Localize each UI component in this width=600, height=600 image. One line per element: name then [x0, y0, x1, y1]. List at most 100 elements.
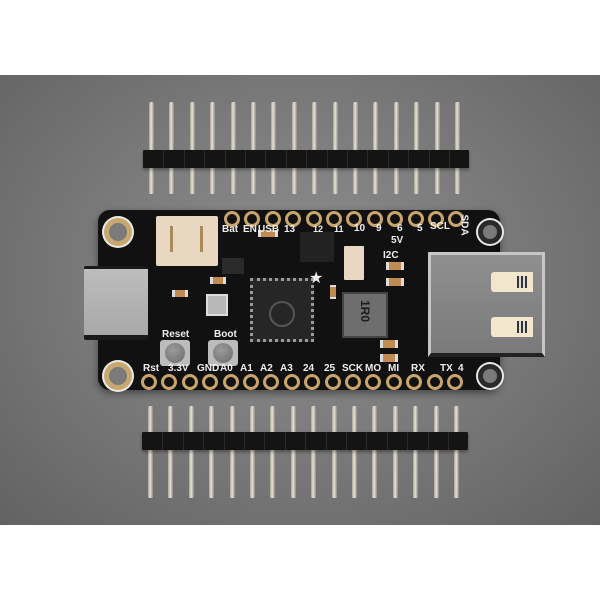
header-pin: [168, 406, 174, 498]
header-pin: [251, 102, 256, 194]
gpio-pad: [161, 374, 178, 390]
header-pin: [434, 102, 440, 194]
adafruit-star-icon: ★: [309, 270, 324, 287]
pin-label-9: 9: [376, 223, 382, 234]
mounting-hole-top-right: [478, 220, 502, 244]
gpio-pad: [181, 374, 198, 390]
usb-a-host-port: [428, 252, 545, 357]
header-pin: [352, 406, 357, 498]
pin-label-usb: USB: [258, 224, 280, 235]
pin-label-5: 5: [417, 223, 423, 234]
capacitor: [386, 278, 404, 286]
rp2040-chip: [250, 278, 314, 342]
pin-label-25: 25: [324, 363, 336, 374]
pin-label-scl: SCL: [430, 221, 450, 232]
header-pin: [392, 406, 398, 498]
gpio-pad: [285, 211, 302, 227]
capacitor: [380, 354, 398, 362]
gpio-pad: [346, 211, 363, 227]
pin-label-gnd: GND: [197, 363, 220, 374]
pin-label-10: 10: [354, 223, 366, 234]
mounting-hole-bottom-right: [478, 364, 502, 388]
pin-label-a0: A0: [220, 363, 233, 374]
gpio-pad: [387, 211, 404, 227]
header-pin: [455, 102, 460, 194]
header-pin: [353, 102, 358, 194]
reset-button[interactable]: [160, 340, 190, 366]
header-pin: [290, 406, 296, 498]
pin-label-mo: MO: [365, 363, 382, 374]
header-pin: [291, 102, 297, 194]
reset-label: Reset: [162, 329, 190, 340]
boot-button[interactable]: [208, 340, 238, 366]
gpio-pad: [304, 374, 321, 390]
gpio-pad: [385, 374, 402, 390]
header-pin: [312, 102, 318, 194]
pin-label-4: 4: [458, 363, 464, 374]
pin-label-a3: A3: [280, 363, 293, 374]
gpio-pad: [202, 374, 219, 390]
5v-label: 5V: [391, 235, 404, 246]
top-pin-header: [143, 100, 469, 210]
gpio-pad: [426, 374, 443, 390]
pin-label-bat: Bat: [222, 224, 239, 235]
pin-label-mi: MI: [388, 363, 400, 374]
pin-label-sda: SDA: [458, 214, 470, 236]
gpio-pad: [305, 211, 322, 227]
pin-label-tx: TX: [440, 363, 453, 374]
header-pin: [209, 406, 215, 498]
header-pin: [210, 102, 216, 194]
gpio-pad: [326, 211, 342, 227]
gpio-pad: [243, 374, 259, 390]
header-pin: [372, 406, 378, 498]
capacitor: [172, 290, 188, 297]
gpio-pad: [366, 211, 383, 227]
gpio-pad: [406, 374, 423, 390]
header-pin: [148, 406, 153, 498]
stemma-qt-connector: [344, 246, 364, 280]
pin-label-12: 12: [313, 224, 324, 234]
header-pin: [454, 406, 459, 498]
raspberry-pi-logo-icon: [269, 301, 295, 327]
capacitor: [330, 285, 336, 299]
bottom-pin-header: [142, 404, 468, 514]
header-pin: [331, 406, 337, 498]
gpio-pad: [263, 374, 280, 390]
capacitor: [258, 230, 278, 237]
gpio-pad: [345, 374, 361, 390]
header-pin: [373, 102, 379, 194]
capacitor: [380, 340, 398, 348]
header-plastic-strip: [142, 432, 468, 450]
header-pin: [188, 406, 194, 498]
pin-label-rx: RX: [411, 363, 425, 374]
pin-label-en: EN: [243, 224, 257, 235]
header-pin: [271, 102, 277, 194]
jst-battery-connector: [156, 216, 218, 266]
header-pin: [332, 102, 338, 194]
psram-chip: [300, 232, 334, 262]
header-plastic-strip: [143, 150, 469, 168]
header-pin: [393, 102, 399, 194]
pin-label-24: 24: [303, 363, 315, 374]
header-pin: [270, 406, 276, 498]
header-pin: [229, 406, 235, 498]
header-pin: [230, 102, 236, 194]
i2c-label: I2C: [383, 250, 399, 261]
gpio-pad: [447, 374, 463, 390]
gpio-pad: [283, 374, 300, 390]
regulator-chip: [222, 258, 244, 274]
pin-label-a1: A1: [240, 363, 253, 374]
gpio-pad: [428, 211, 444, 227]
gpio-pad: [224, 211, 240, 227]
crystal: [206, 294, 228, 316]
gpio-pad: [141, 374, 157, 390]
gpio-pad: [264, 211, 281, 227]
header-pin: [414, 102, 420, 194]
pin-label-sck: SCK: [342, 363, 364, 374]
gpio-pad: [244, 211, 261, 227]
pin-label-3-3v: 3.3V: [168, 363, 189, 374]
capacitor: [210, 277, 226, 284]
mounting-hole-top-left: [104, 218, 132, 246]
header-pin: [413, 406, 419, 498]
usb-c-connector: [84, 266, 148, 340]
